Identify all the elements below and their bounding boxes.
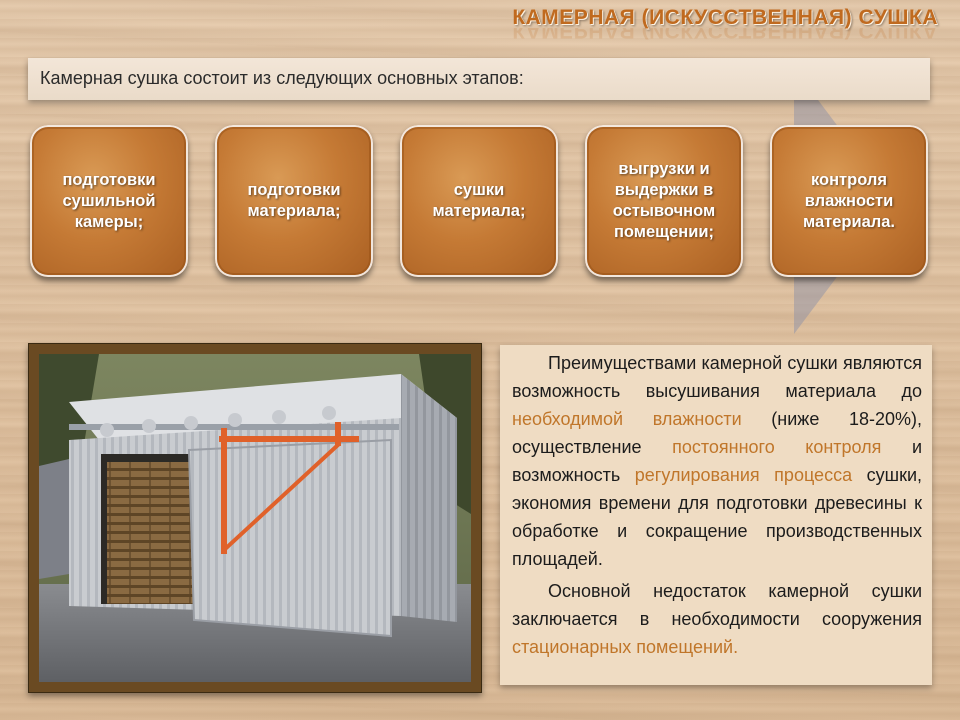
disadvantage-paragraph: Основной недостаток камерной сушки заклю… (512, 581, 922, 657)
step-label: контроля влажности материала. (802, 170, 896, 231)
step-label: подготовки материала; (247, 181, 341, 220)
intro-bar: Камерная сушка состоит из следующих осно… (28, 58, 930, 100)
page-title-reflection: Камерная (искусственная) сушка (512, 28, 938, 42)
intro-text: Камерная сушка состоит из следующих осно… (40, 68, 524, 88)
advantages-paragraph: Преимуществами камерной сушки являются в… (512, 353, 923, 569)
highlight-humidity: необходимой влажности (512, 409, 742, 429)
step-prepare-chamber: подготовки сушильной камеры; (30, 125, 188, 277)
step-label: подготовки сушильной камеры; (62, 170, 156, 231)
step-label: сушки материала; (432, 181, 526, 220)
highlight-control: постоянного контроля (672, 437, 882, 457)
highlight-stationary: стационарных помещений. (512, 637, 739, 657)
drying-chamber-photo (39, 354, 471, 682)
photo-frame (28, 343, 482, 693)
highlight-regulation: регулирования процесса (634, 465, 853, 485)
description-box: Преимуществами камерной сушки являются в… (500, 345, 932, 685)
step-unloading: выгрузки и выдержки в остывочном помещен… (585, 125, 743, 277)
step-humidity-control: контроля влажности материала. (770, 125, 928, 277)
step-drying: сушки материала; (400, 125, 558, 277)
step-prepare-material: подготовки материала; (215, 125, 373, 277)
page-title: Камерная (искусственная) сушка (512, 6, 938, 29)
step-label: выгрузки и выдержки в остывочном помещен… (612, 160, 716, 241)
